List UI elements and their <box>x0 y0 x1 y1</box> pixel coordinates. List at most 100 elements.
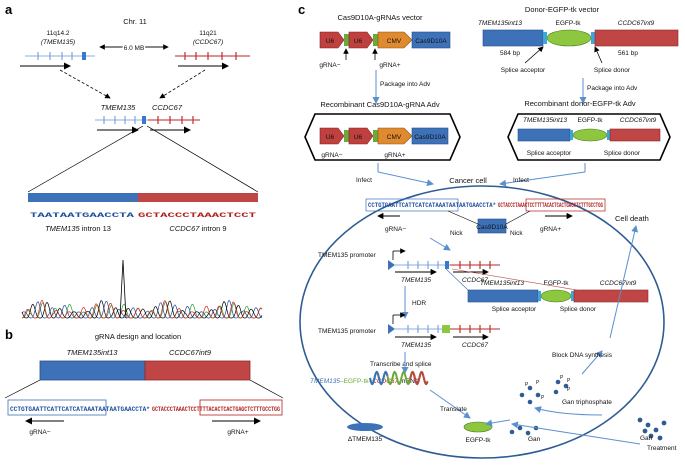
delta-tmem-label: ΔTMEM135 <box>348 436 383 443</box>
adv-cas9-label: Cas9D10A <box>414 134 446 141</box>
adv-u6-label-1: U6 <box>326 134 335 141</box>
gan-treatment-molecule <box>637 417 643 423</box>
gan-treatment-molecule <box>661 420 667 426</box>
infect-arrow-left <box>377 171 434 187</box>
treatment-arrow <box>511 421 641 445</box>
donor-splice-donor <box>591 32 595 44</box>
panel-b-left-gene: TMEM135int13 <box>67 348 119 357</box>
locus-left: 11q14.2 <box>46 30 69 37</box>
donor-egfp-tk <box>546 29 592 47</box>
adv-cas9 <box>411 127 449 145</box>
locus1-exons-blue <box>407 261 439 269</box>
translate-label: Translate <box>440 406 467 413</box>
locus-right: 11q21 <box>199 30 217 37</box>
cell-cas9 <box>477 218 507 234</box>
locus1-exons-red <box>459 261 491 269</box>
gRNA-block-2 <box>373 34 378 46</box>
adv-donor-ccdc <box>609 128 661 142</box>
intron9-bar <box>138 193 258 202</box>
gan-molecule <box>519 392 525 398</box>
translate-arrow <box>429 389 471 419</box>
panel-c: c Cas9D10A-gRNAs vector U6 U6 CMV Cas9D1… <box>298 2 679 459</box>
donor-egfp-label: EGFP-tk <box>556 20 582 27</box>
hdr-label: HDR <box>412 300 426 307</box>
gRNA-plus-box <box>199 399 283 416</box>
fusion-left-gene: TMEM135 <box>101 103 136 112</box>
u6-label-1: U6 <box>326 38 335 45</box>
cell-gRNA-minus-box <box>365 198 459 212</box>
locus2-promoter-label: TMEM135 promoter <box>318 328 377 335</box>
locus2-tmem-label: TMEM135 <box>401 342 431 349</box>
hdr-crossover-red <box>451 268 649 303</box>
cell-splice-acceptor: Splice acceptor <box>492 306 537 313</box>
locus2-exons-blue <box>407 325 439 333</box>
cas9-vector-title: Cas9D10A-gRNAs vector <box>337 13 423 22</box>
locus1-ccdc-label: CCDC67 <box>462 277 488 284</box>
u6-label-2: U6 <box>354 38 363 45</box>
gan-molecule <box>527 399 533 405</box>
locus1-promoter-label: TMEM135 promoter <box>318 252 377 259</box>
locus1-tmem-label: TMEM135 <box>401 277 431 284</box>
adv-gRNA-2 <box>373 130 378 142</box>
vector-gRNA-minus: gRNA− <box>319 62 340 69</box>
chromosome-label: Chr. 11 <box>123 17 147 26</box>
cell-death-label: Cell death <box>615 214 649 223</box>
transcribe-label: Transcribe and splice <box>370 361 432 368</box>
panel-b-sequence-left: CCTGTGAATTCATTCATCATAAATAATAATGAACCTA* <box>10 406 150 413</box>
panel-a-label: a <box>5 2 13 17</box>
cell-donor-tmem <box>467 289 539 303</box>
cancer-cell-label: Cancer cell <box>449 176 487 185</box>
u6-promoter-2 <box>348 31 374 49</box>
left-locus-exons <box>37 52 73 60</box>
gan-molecule <box>553 389 559 395</box>
treatment-gan-label: Gan <box>640 435 653 442</box>
cas9-adv-title: Recombinant Cas9D10A-gRNA Adv <box>320 100 439 109</box>
fusion-exons-red <box>157 116 194 124</box>
gan-label: Gan <box>528 436 541 443</box>
locus2-egfp-insert <box>442 325 450 333</box>
gan-molecule <box>527 385 533 391</box>
adv-donor-egfp <box>572 128 608 142</box>
panel-b-right-gene: CCDC67int9 <box>169 348 212 357</box>
panel-a: a Chr. 11 11q14.2 (TMEM135) 11q21 (CCDC6… <box>5 2 263 319</box>
gan-molecule <box>563 383 569 389</box>
donor-arm-left-size: 584 bp <box>500 50 520 57</box>
cmv-label: CMV <box>387 38 402 45</box>
cell-donor-egfp-label: EGFP-tk <box>544 280 570 287</box>
chromatogram-trace <box>21 300 263 319</box>
gan-treatment-molecules <box>637 417 667 441</box>
dashed-connector-left <box>59 69 111 99</box>
cell-gRNA-plus-box <box>525 198 606 212</box>
adv-donor-ccdc-label: CCDC67int9 <box>620 117 657 124</box>
cell-donor-donor <box>571 291 574 301</box>
fusion-mrna-label: TMEM135–EGFP-tk–CCDC67 mRNA <box>310 378 420 385</box>
nick-to-locus-arrow <box>429 237 451 251</box>
locus2-promoter-glyph <box>388 324 395 334</box>
panel-b-sequence-right: GCTACCCTAAACTCCTTTTACACTCACTGAGCTCTTTGCC… <box>152 406 280 413</box>
panel-c-label: c <box>298 2 305 17</box>
adv-donor-tmem-label: TMEM135int13 <box>523 117 567 124</box>
adv-gRNA-plus: gRNA+ <box>384 152 405 159</box>
nick-line-right <box>505 210 531 225</box>
gan-molecule <box>525 430 531 436</box>
fusion-junction <box>142 116 146 124</box>
cell-cas9-label: Cas9D10A <box>476 224 508 231</box>
gan-molecule <box>555 379 561 385</box>
adv-u6-label-2: U6 <box>354 134 363 141</box>
infect-arrow-right <box>499 171 586 187</box>
cell-donor-acceptor <box>538 291 541 301</box>
mrna-segment <box>369 370 389 386</box>
cell-donor-tmem-label: TMEM135int13 <box>480 280 524 287</box>
donor-adv-title: Recombinant donor-EGFP-tk Adv <box>524 99 636 108</box>
splice-acceptor-label: Splice acceptor <box>501 67 546 74</box>
junction-sequence-right: GCTACCCTAAACTCCT <box>138 212 256 219</box>
cell-splice-donor: Splice donor <box>560 306 597 313</box>
cell-gRNA-minus-label: gRNA− <box>385 226 406 233</box>
nick-label-left: Nick <box>450 230 463 237</box>
adv-u6-1 <box>319 127 345 145</box>
adv-donor-tmem <box>517 128 571 142</box>
phosphate-label: P <box>536 380 540 386</box>
cell-donor-egfp <box>540 289 572 303</box>
gan-triphosphate-label: Gan triphosphate <box>562 399 612 406</box>
